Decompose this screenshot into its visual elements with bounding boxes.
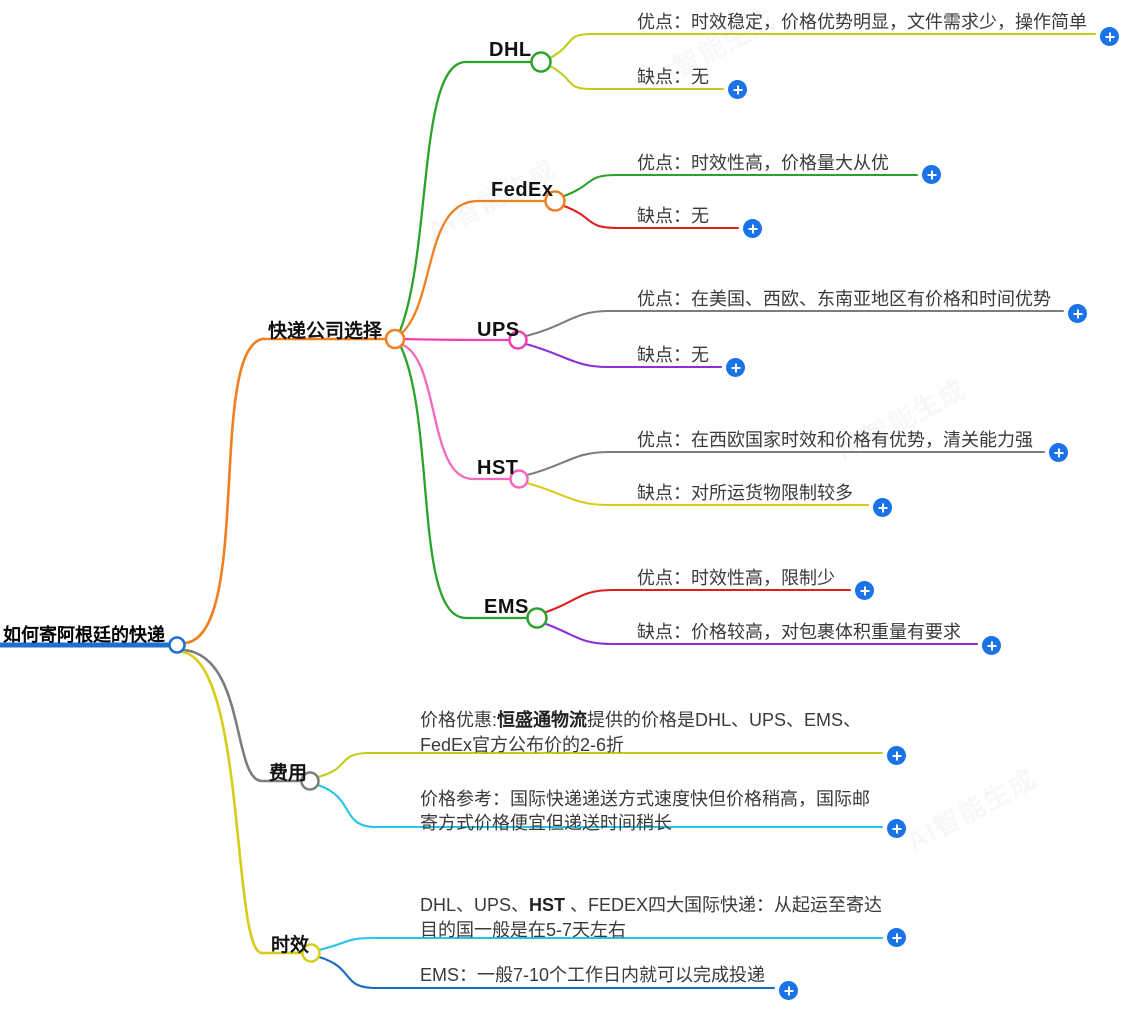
branch-root-company <box>183 337 389 645</box>
expand-button-hst-cons[interactable] <box>873 498 892 517</box>
branch-cost-discount <box>316 751 884 779</box>
expand-button-dhl-cons[interactable] <box>728 80 747 99</box>
leaf-cost-reference-line2: 寄方式价格便宜但递送时间稍长 <box>420 813 672 833</box>
leaf-ups-pros[interactable]: 优点：在美国、西欧、东南亚地区有价格和时间优势 <box>637 289 1051 309</box>
leaf-ems-cons[interactable]: 缺点：价格较高，对包裹体积重量有要求 <box>637 622 961 642</box>
expand-button-cost-reference[interactable] <box>887 819 906 838</box>
leaf-timeliness-ems[interactable]: EMS：一般7-10个工作日内就可以完成投递 <box>420 965 766 985</box>
topic-ups[interactable]: UPS <box>477 319 520 341</box>
expand-button-timeliness-express[interactable] <box>887 928 906 947</box>
branch-company-dhl <box>398 60 534 333</box>
node-circle-hst[interactable] <box>509 469 529 489</box>
node-circle-fedex[interactable] <box>544 190 566 212</box>
leaf-hst-pros[interactable]: 优点：在西欧国家时效和价格有优势，清关能力强 <box>637 430 1033 450</box>
leaf-timeliness-express-line2: 目的国一般是在5-7天左右 <box>420 920 627 940</box>
expand-button-fedex-cons[interactable] <box>743 219 762 238</box>
branch-root-cost <box>182 648 305 783</box>
expand-button-ems-cons[interactable] <box>982 636 1001 655</box>
leaf-timeliness-express-bold: HST <box>529 895 566 915</box>
topic-root[interactable]: 如何寄阿根廷的快递 <box>3 625 165 645</box>
branch-company-ups <box>402 337 512 342</box>
leaf-timeliness-express-rest: 、FEDEX四大国际快递：从起运至寄达 <box>565 895 883 915</box>
expand-button-cost-discount[interactable] <box>887 746 906 765</box>
leaf-cost-reference[interactable]: 价格参考：国际快递递送方式速度快但价格稍高，国际邮 寄方式价格便宜但递送时间稍长 <box>420 787 900 835</box>
branch-ups-pros <box>524 309 1065 338</box>
node-circle-cost[interactable] <box>300 771 320 791</box>
leaf-hst-cons[interactable]: 缺点：对所运货物限制较多 <box>637 483 853 503</box>
leaf-dhl-cons[interactable]: 缺点：无 <box>637 67 709 87</box>
node-circle-ups[interactable] <box>508 330 528 350</box>
topic-timeliness[interactable]: 时效 <box>271 935 310 956</box>
branch-fedex-pros <box>562 173 919 198</box>
topic-hst[interactable]: HST <box>477 457 519 479</box>
branch-company-hst <box>401 343 513 481</box>
expand-button-dhl-pros[interactable] <box>1100 27 1119 46</box>
leaf-cost-discount-rest: 提供的价格是DHL、UPS、EMS、 <box>587 710 862 730</box>
branch-timeliness-ems <box>317 955 776 990</box>
leaf-fedex-cons[interactable]: 缺点：无 <box>637 206 709 226</box>
node-circle-timeliness[interactable] <box>301 943 321 963</box>
node-circle-root[interactable] <box>168 636 186 654</box>
leaf-ems-pros[interactable]: 优点：时效性高，限制少 <box>637 568 835 588</box>
leaf-timeliness-express[interactable]: DHL、UPS、HST 、FEDEX四大国际快递：从起运至寄达 目的国一般是在5… <box>420 893 900 943</box>
branch-ems-cons <box>544 622 979 646</box>
leaf-ups-cons[interactable]: 缺点：无 <box>637 345 709 365</box>
branch-fedex-cons <box>562 204 740 230</box>
expand-button-fedex-pros[interactable] <box>922 165 941 184</box>
branch-timeliness-express <box>317 936 884 952</box>
expand-button-hst-pros[interactable] <box>1049 443 1068 462</box>
leaf-cost-discount[interactable]: 价格优惠:恒盛通物流提供的价格是DHL、UPS、EMS、 FedEx官方公布价的… <box>420 708 900 758</box>
branch-hst-cons <box>525 481 870 507</box>
leaf-cost-discount-prefix: 价格优惠: <box>420 710 498 730</box>
branch-company-fedex <box>400 199 548 335</box>
topic-dhl[interactable]: DHL <box>489 39 532 61</box>
branch-dhl-cons <box>548 64 725 91</box>
topic-company-selection[interactable]: 快递公司选择 <box>268 321 383 342</box>
expand-button-ups-cons[interactable] <box>726 358 745 377</box>
topic-cost[interactable]: 费用 <box>269 763 308 784</box>
leaf-cost-discount-bold: 恒盛通物流 <box>497 710 588 730</box>
topic-fedex[interactable]: FedEx <box>491 179 554 201</box>
branch-dhl-pros <box>548 32 1097 60</box>
topic-ems[interactable]: EMS <box>484 596 529 618</box>
branch-ups-cons <box>524 342 723 369</box>
leaf-timeliness-express-prefix: DHL、UPS、 <box>420 895 530 915</box>
branch-hst-pros <box>525 450 1046 477</box>
leaf-cost-discount-line2: FedEx官方公布价的2-6折 <box>420 735 625 755</box>
node-circle-dhl[interactable] <box>530 51 552 73</box>
leaf-dhl-pros[interactable]: 优点：时效稳定，价格优势明显，文件需求少，操作简单 <box>637 12 1087 32</box>
node-circle-company[interactable] <box>384 328 406 350</box>
branch-company-ems <box>399 345 530 620</box>
expand-button-ups-pros[interactable] <box>1068 304 1087 323</box>
leaf-cost-reference-line1: 价格参考：国际快递递送方式速度快但价格稍高，国际邮 <box>420 789 870 809</box>
expand-button-ems-pros[interactable] <box>855 581 874 600</box>
branch-root-timeliness <box>181 650 306 955</box>
branch-ems-pros <box>544 588 852 614</box>
leaf-fedex-pros[interactable]: 优点：时效性高，价格量大从优 <box>637 153 889 173</box>
expand-button-timeliness-ems[interactable] <box>779 981 798 1000</box>
node-circle-ems[interactable] <box>526 607 548 629</box>
branch-cost-reference <box>316 783 884 829</box>
